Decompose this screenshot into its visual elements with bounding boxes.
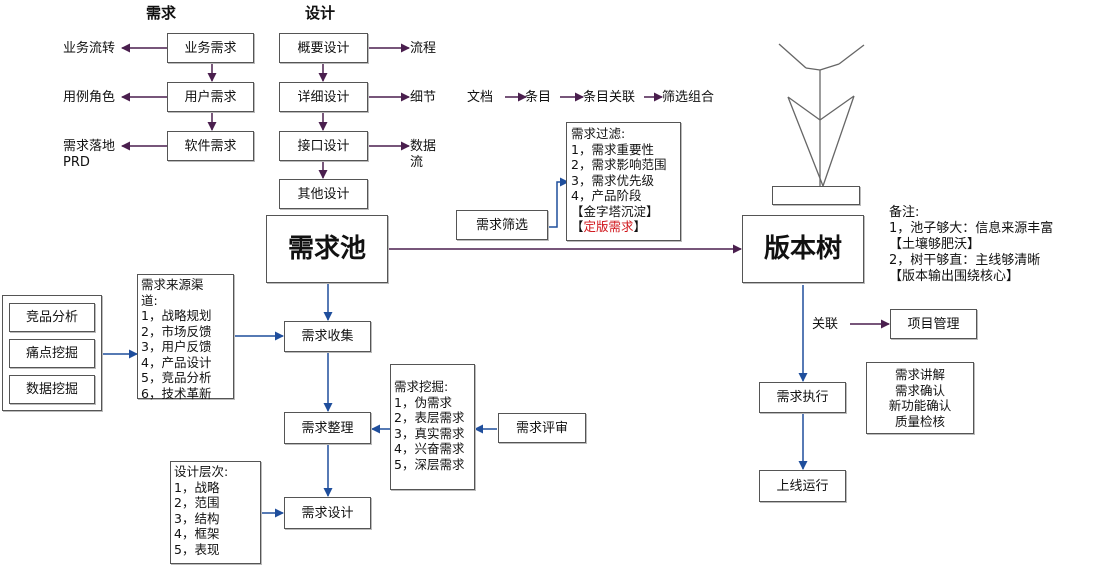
overview-design-box[interactable]: 概要设计 <box>279 33 368 63</box>
final-version-text: 定版需求 <box>583 219 634 234</box>
remarks-line: 【版本输出围绕核心】 <box>889 269 1020 284</box>
filter-criteria-item: 4，产品阶段 <box>571 188 642 203</box>
item-label: 条目 <box>525 90 552 105</box>
sources-item: 6，技术革新 <box>141 385 212 401</box>
interface-design-box[interactable]: 接口设计 <box>279 131 368 161</box>
mining-item: 4，兴奋需求 <box>394 441 465 456</box>
software-demand-box[interactable]: 软件需求 <box>167 131 254 161</box>
data-mining-button[interactable]: 数据挖掘 <box>9 375 95 404</box>
business-demand-box[interactable]: 业务需求 <box>167 33 254 63</box>
demand-review-box[interactable]: 需求评审 <box>498 413 586 443</box>
final-version-note: 【定版需求】 <box>571 219 647 234</box>
filter-combo-label: 筛选组合 <box>662 90 715 105</box>
levels-item: 2，范围 <box>174 495 220 510</box>
demand-filter-box[interactable]: 需求筛选 <box>456 210 548 240</box>
execution-note: 质量检核 <box>894 413 945 429</box>
demand-mining-list: 需求挖掘: 1，伪需求 2，表层需求 3，真实需求 4，兴奋需求 5，深层需求 <box>390 364 475 490</box>
sources-item: 4，产品设计 <box>141 354 212 370</box>
use-case-label: 用例角色 <box>63 90 116 105</box>
levels-item: 5，表现 <box>174 541 220 557</box>
execution-note: 新功能确认 <box>888 398 952 413</box>
stream-label: 流 <box>410 155 424 170</box>
remarks-line: 2，树干够直：主线够清晰 <box>889 253 1041 268</box>
data-label: 数据 <box>410 139 437 154</box>
business-flow-label: 业务流转 <box>63 41 116 56</box>
remarks-block: 备注: 1，池子够大：信息来源丰富 【土壤够肥沃】 2，树干够直：主线够清晰 【… <box>889 205 1053 285</box>
filter-criteria-title: 需求过滤: <box>571 126 626 141</box>
prd-label: PRD <box>63 155 90 170</box>
tree-sketch <box>778 43 865 187</box>
relation-label: 关联 <box>812 317 839 332</box>
demand-pool-box[interactable]: 需求池 <box>266 215 388 283</box>
online-run-box[interactable]: 上线运行 <box>759 470 846 502</box>
design-levels-list: 设计层次: 1，战略 2，范围 3，结构 4，框架 5，表现 <box>170 461 261 564</box>
landing-label: 需求落地 <box>63 139 116 154</box>
tree-base <box>772 186 860 205</box>
demand-execute-box[interactable]: 需求执行 <box>759 382 846 413</box>
levels-item: 3，结构 <box>174 510 220 526</box>
demand-sources-list: 需求来源渠 道: 1，战略规划 2，市场反馈 3，用户反馈 4，产品设计 5，竞… <box>137 274 234 401</box>
filter-criteria-list: 需求过滤: 1，需求重要性 2，需求影响范围 3，需求优先级 4，产品阶段 【金… <box>566 122 681 241</box>
sources-item: 1，战略规划 <box>141 308 212 323</box>
mining-item: 3，真实需求 <box>394 425 465 441</box>
demand-header: 需求 <box>146 4 177 22</box>
sources-item: 5，竞品分析 <box>141 370 212 385</box>
remarks-title: 备注: <box>889 205 920 220</box>
demand-collect-box[interactable]: 需求收集 <box>284 321 371 352</box>
levels-item: 1，战略 <box>174 479 220 495</box>
user-demand-box[interactable]: 用户需求 <box>167 82 254 112</box>
demand-organize-box[interactable]: 需求整理 <box>284 412 371 444</box>
remarks-line: 【土壤够肥沃】 <box>889 237 981 252</box>
sources-title: 道: <box>141 292 158 308</box>
mining-title: 需求挖掘: <box>394 379 449 394</box>
levels-item: 4，框架 <box>174 526 220 541</box>
arrow-filter-to-list <box>549 177 569 228</box>
execution-notes-list: 需求讲解 需求确认 新功能确认 质量检核 <box>866 362 974 434</box>
version-tree-box[interactable]: 版本树 <box>742 215 864 283</box>
project-management-box[interactable]: 项目管理 <box>890 309 977 339</box>
mining-item: 5，深层需求 <box>394 456 465 472</box>
levels-title: 设计层次: <box>174 464 229 479</box>
detail-design-box[interactable]: 详细设计 <box>279 82 368 112</box>
sources-item: 2，市场反馈 <box>141 323 212 339</box>
other-design-box[interactable]: 其他设计 <box>279 179 368 209</box>
filter-criteria-item: 2，需求影响范围 <box>571 157 667 172</box>
flow-label: 流程 <box>410 41 437 56</box>
filter-criteria-item: 3，需求优先级 <box>571 172 654 188</box>
pyramid-note: 【金字塔沉淀】 <box>571 203 659 219</box>
pain-point-mining-button[interactable]: 痛点挖掘 <box>9 339 95 368</box>
mining-item: 2，表层需求 <box>394 410 465 425</box>
mining-item: 1，伪需求 <box>394 394 452 410</box>
demand-design-box[interactable]: 需求设计 <box>284 497 371 529</box>
execution-note: 需求讲解 <box>894 367 945 382</box>
execution-note: 需求确认 <box>894 382 945 398</box>
doc-label: 文档 <box>467 90 494 105</box>
detail-label: 细节 <box>410 90 437 105</box>
item-link-label: 条目关联 <box>583 90 636 105</box>
sources-title: 需求来源渠 <box>141 277 204 292</box>
competitor-analysis-button[interactable]: 竞品分析 <box>9 303 95 332</box>
remarks-line: 1，池子够大：信息来源丰富 <box>889 221 1054 236</box>
filter-criteria-item: 1，需求重要性 <box>571 141 654 157</box>
design-header: 设计 <box>305 4 336 22</box>
sources-item: 3，用户反馈 <box>141 339 212 354</box>
